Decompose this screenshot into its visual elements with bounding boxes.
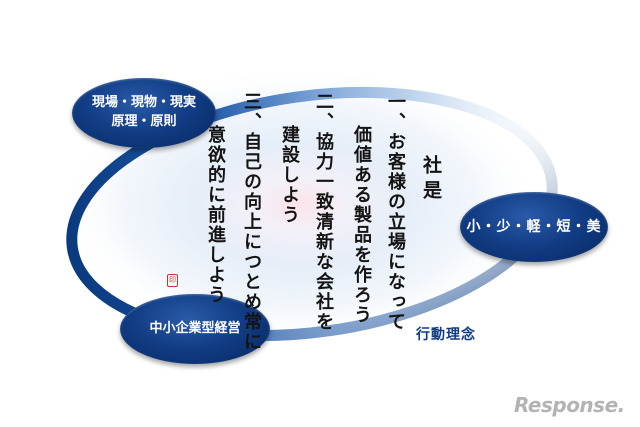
seal-stamp: 印 xyxy=(167,274,178,287)
node-sho-label: 小・少・軽・短・美 xyxy=(466,218,602,235)
response-watermark: Response. xyxy=(514,393,625,417)
creed-item3-line1: 三、自己の向上につとめ常に xyxy=(241,92,262,352)
node-genba-line2: 原理・原則 xyxy=(111,114,177,129)
node-genba-line1: 現場・現物・現実 xyxy=(91,95,196,111)
node-small-light-short-beautiful: 小・少・軽・短・美 xyxy=(460,192,608,262)
node-genba-genbutsu: 現場・現物・現実 原理・原則 xyxy=(72,78,216,148)
action-philosophy-caption: 行動理念 xyxy=(416,327,476,343)
creed-item2-line1: 二、協力一致清新な会社を xyxy=(313,92,334,332)
cycle-ring-right-shade xyxy=(66,86,558,342)
node-small-company-label: 中小企業型経営 xyxy=(149,320,241,336)
creed-item2-line2: 建設しよう xyxy=(279,125,300,225)
creed-title: 社是 xyxy=(420,155,442,205)
node-small-company-management: 中小企業型経営 xyxy=(120,294,270,364)
creed-item3-line2: 意欲的に前進しよう xyxy=(205,125,226,305)
creed-item1-line2: 価値ある製品を作ろう xyxy=(351,125,372,325)
creed-item1-line1: 一、お客様の立場になって xyxy=(385,92,406,332)
